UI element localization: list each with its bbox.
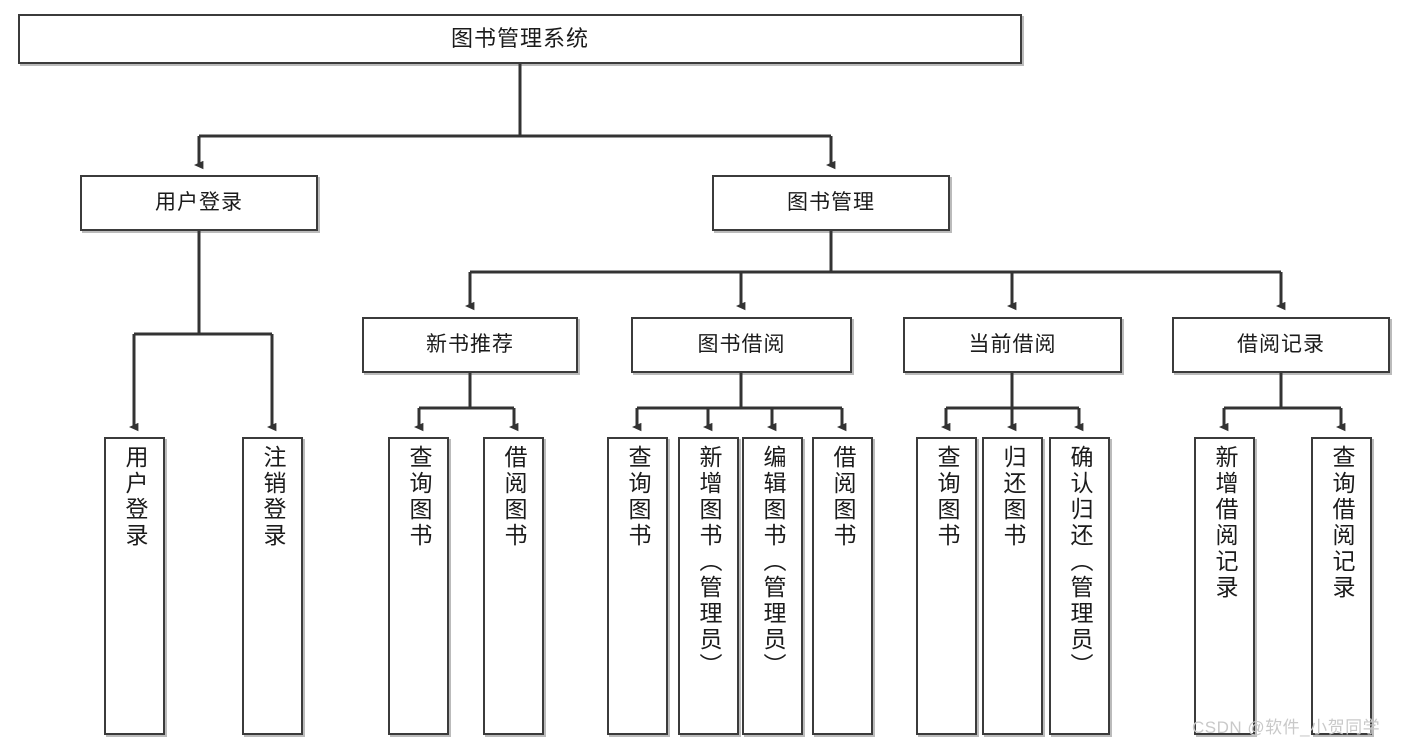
node-label: 编辑图书（管理员） xyxy=(760,445,786,679)
node-book-management[interactable]: 图书管理 xyxy=(712,175,950,231)
node-label: 新增图书（管理员） xyxy=(696,445,722,679)
node-current-borrow[interactable]: 当前借阅 xyxy=(903,317,1122,373)
node-label: 用户登录 xyxy=(155,190,243,214)
node-label: 图书管理系统 xyxy=(450,26,589,52)
node-label: 查询图书 xyxy=(934,445,960,549)
node-leaf-query-book-3[interactable]: 查询图书 xyxy=(916,437,977,735)
node-label: 归还图书 xyxy=(1000,445,1026,549)
node-leaf-logout-login[interactable]: 注销登录 xyxy=(242,437,303,735)
node-leaf-query-borrow-record[interactable]: 查询借阅记录 xyxy=(1311,437,1372,735)
node-book-borrow[interactable]: 图书借阅 xyxy=(631,317,852,373)
node-leaf-user-login[interactable]: 用户登录 xyxy=(104,437,165,735)
node-label: 借阅图书 xyxy=(501,445,527,549)
node-leaf-return-book[interactable]: 归还图书 xyxy=(982,437,1043,735)
node-label: 查询图书 xyxy=(406,445,432,549)
node-leaf-confirm-return[interactable]: 确认归还（管理员） xyxy=(1049,437,1110,735)
node-label: 借阅记录 xyxy=(1237,332,1325,356)
node-label: 新增借阅记录 xyxy=(1212,445,1238,601)
node-leaf-query-book-2[interactable]: 查询图书 xyxy=(607,437,668,735)
node-leaf-add-book[interactable]: 新增图书（管理员） xyxy=(678,437,739,735)
node-user-login[interactable]: 用户登录 xyxy=(80,175,318,231)
node-leaf-edit-book[interactable]: 编辑图书（管理员） xyxy=(742,437,803,735)
node-borrow-record[interactable]: 借阅记录 xyxy=(1172,317,1390,373)
node-label: 图书借阅 xyxy=(697,332,786,356)
node-new-book-recommend[interactable]: 新书推荐 xyxy=(362,317,578,373)
node-label: 当前借阅 xyxy=(968,332,1057,356)
node-leaf-add-borrow-record[interactable]: 新增借阅记录 xyxy=(1194,437,1255,735)
node-label: 借阅图书 xyxy=(830,445,856,549)
watermark-text: CSDN @软件_小贺同学 xyxy=(1192,718,1381,737)
node-label: 注销登录 xyxy=(260,445,286,549)
node-leaf-borrow-book-1[interactable]: 借阅图书 xyxy=(483,437,544,735)
node-leaf-query-book-1[interactable]: 查询图书 xyxy=(388,437,449,735)
node-label: 查询图书 xyxy=(625,445,651,549)
node-label: 用户登录 xyxy=(122,445,148,549)
node-leaf-borrow-book-2[interactable]: 借阅图书 xyxy=(812,437,873,735)
node-label: 查询借阅记录 xyxy=(1329,445,1355,601)
node-label: 图书管理 xyxy=(787,190,875,214)
node-root-book-management-system[interactable]: 图书管理系统 xyxy=(18,14,1022,64)
node-label: 新书推荐 xyxy=(426,332,514,356)
node-label: 确认归还（管理员） xyxy=(1067,445,1093,679)
